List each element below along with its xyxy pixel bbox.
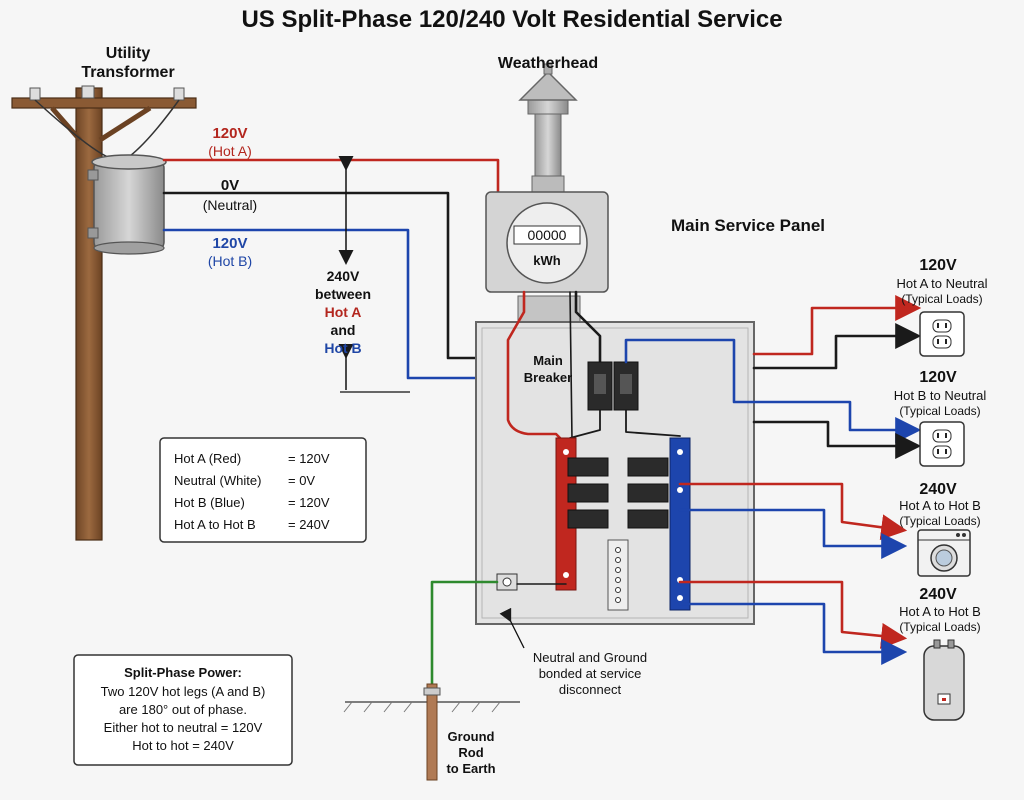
- bond-label-3: disconnect: [559, 682, 622, 697]
- info-line-2: are 180° out of phase.: [119, 702, 247, 717]
- hot-b-voltage-label: 120V: [212, 235, 247, 252]
- load4-sub: (Typical Loads): [899, 620, 980, 634]
- bond-callout-arrow: [499, 607, 525, 649]
- info-box: [73, 654, 293, 766]
- outlet-icon: [919, 311, 965, 357]
- branch-breakers: [567, 457, 669, 529]
- ground-label-1: Ground: [448, 729, 495, 744]
- utility-transformer: [87, 154, 167, 255]
- neutral-bar: [607, 539, 629, 611]
- neutral-service-wire: [162, 191, 480, 360]
- outlet-icon: [919, 421, 965, 467]
- legend-box: [159, 437, 367, 543]
- main-service-panel-label: Main Service Panel: [671, 216, 825, 235]
- diagram-title: US Split-Phase 120/240 Volt Residential …: [241, 6, 782, 33]
- between-hot-a-label: Hot A: [325, 304, 362, 320]
- measurement-arrows: [338, 156, 410, 393]
- load3-sub: (Typical Loads): [899, 514, 980, 528]
- hot-a-service-wire: [162, 158, 500, 197]
- info-line-3: Either hot to neutral = 120V: [104, 720, 263, 735]
- neutral-voltage-label: 0V: [221, 177, 239, 194]
- ground-label-3: to Earth: [446, 761, 495, 776]
- legend-item-hot-a-to-hot-b: Hot A to Hot B: [174, 517, 256, 532]
- load4-voltage: 240V: [919, 586, 957, 603]
- between-and-label: and: [331, 322, 356, 338]
- load2-voltage: 120V: [919, 369, 957, 386]
- ground-rod: [343, 683, 520, 781]
- hot-b-name-label: (Hot B): [208, 253, 252, 269]
- legend-item-hot-b: Hot B (Blue): [174, 495, 245, 510]
- load1-sub: (Typical Loads): [901, 292, 982, 306]
- ground-label-2: Rod: [458, 745, 483, 760]
- neutral-name-label: (Neutral): [203, 197, 257, 213]
- load1-neutral-wire: [752, 323, 922, 370]
- load4-hot-b-wire: [678, 602, 908, 665]
- weatherhead: [518, 63, 578, 193]
- water-heater-icon: [923, 639, 965, 721]
- transformer-label-1: Utility: [106, 45, 151, 62]
- info-heading: Split-Phase Power:: [124, 665, 242, 680]
- breaker-hot-link: [625, 409, 681, 437]
- hot-a-meter-wire: [506, 290, 564, 442]
- hot-b-service-wire: [162, 228, 480, 380]
- legend-value-hot-a-to-hot-b: = 240V: [288, 517, 330, 532]
- meter-digits: 00000: [528, 227, 567, 243]
- info-line-4: Hot to hot = 240V: [132, 738, 234, 753]
- load2-neutral-wire: [752, 420, 922, 459]
- meter-unit: kWh: [533, 253, 561, 268]
- legend-value-hot-a: = 120V: [288, 451, 330, 466]
- legend-value-neutral: = 0V: [288, 473, 315, 488]
- main-breaker-label-2: Breaker: [524, 370, 572, 385]
- bond-label-1: Neutral and Ground: [533, 650, 647, 665]
- ground-wire: [430, 580, 499, 687]
- load2-sub: (Typical Loads): [899, 404, 980, 418]
- washing-machine-icon: [917, 529, 971, 577]
- load1-voltage: 120V: [919, 257, 957, 274]
- neutral-bus-wire: [569, 291, 573, 441]
- breaker-neutral-link: [569, 409, 601, 439]
- between-hot-b-label: Hot B: [324, 340, 361, 356]
- load2-description: Hot B to Neutral: [894, 388, 987, 403]
- hot-a-voltage-label: 120V: [212, 125, 247, 142]
- weatherhead-label: Weatherhead: [498, 55, 598, 72]
- neutral-meter-wire: [574, 290, 602, 364]
- between-voltage-label: 240V: [327, 268, 360, 284]
- load3-hot-b-wire: [678, 508, 908, 559]
- bond-label-2: bonded at service: [539, 666, 642, 681]
- legend-item-hot-a: Hot A (Red): [174, 451, 241, 466]
- load3-voltage: 240V: [919, 481, 957, 498]
- neutral-ground-bond-lug: [496, 573, 518, 591]
- main-breaker-label-1: Main: [533, 353, 563, 368]
- load1-description: Hot A to Neutral: [896, 276, 987, 291]
- main-breaker: [587, 361, 639, 411]
- transformer-label-2: Transformer: [81, 64, 174, 81]
- between-word-label: between: [315, 286, 371, 302]
- hot-b-bus-bar: [669, 437, 691, 611]
- load2-hot-wire: [624, 338, 922, 443]
- load4-hot-a-wire: [678, 580, 908, 649]
- load1-hot-wire: [752, 295, 922, 356]
- info-line-1: Two 120V hot legs (A and B): [101, 684, 266, 699]
- load3-hot-a-wire: [678, 482, 908, 541]
- legend-value-hot-b: = 120V: [288, 495, 330, 510]
- load3-description: Hot A to Hot B: [899, 498, 981, 513]
- load4-description: Hot A to Hot B: [899, 604, 981, 619]
- hot-a-name-label: (Hot A): [208, 143, 252, 159]
- legend-item-neutral: Neutral (White): [174, 473, 261, 488]
